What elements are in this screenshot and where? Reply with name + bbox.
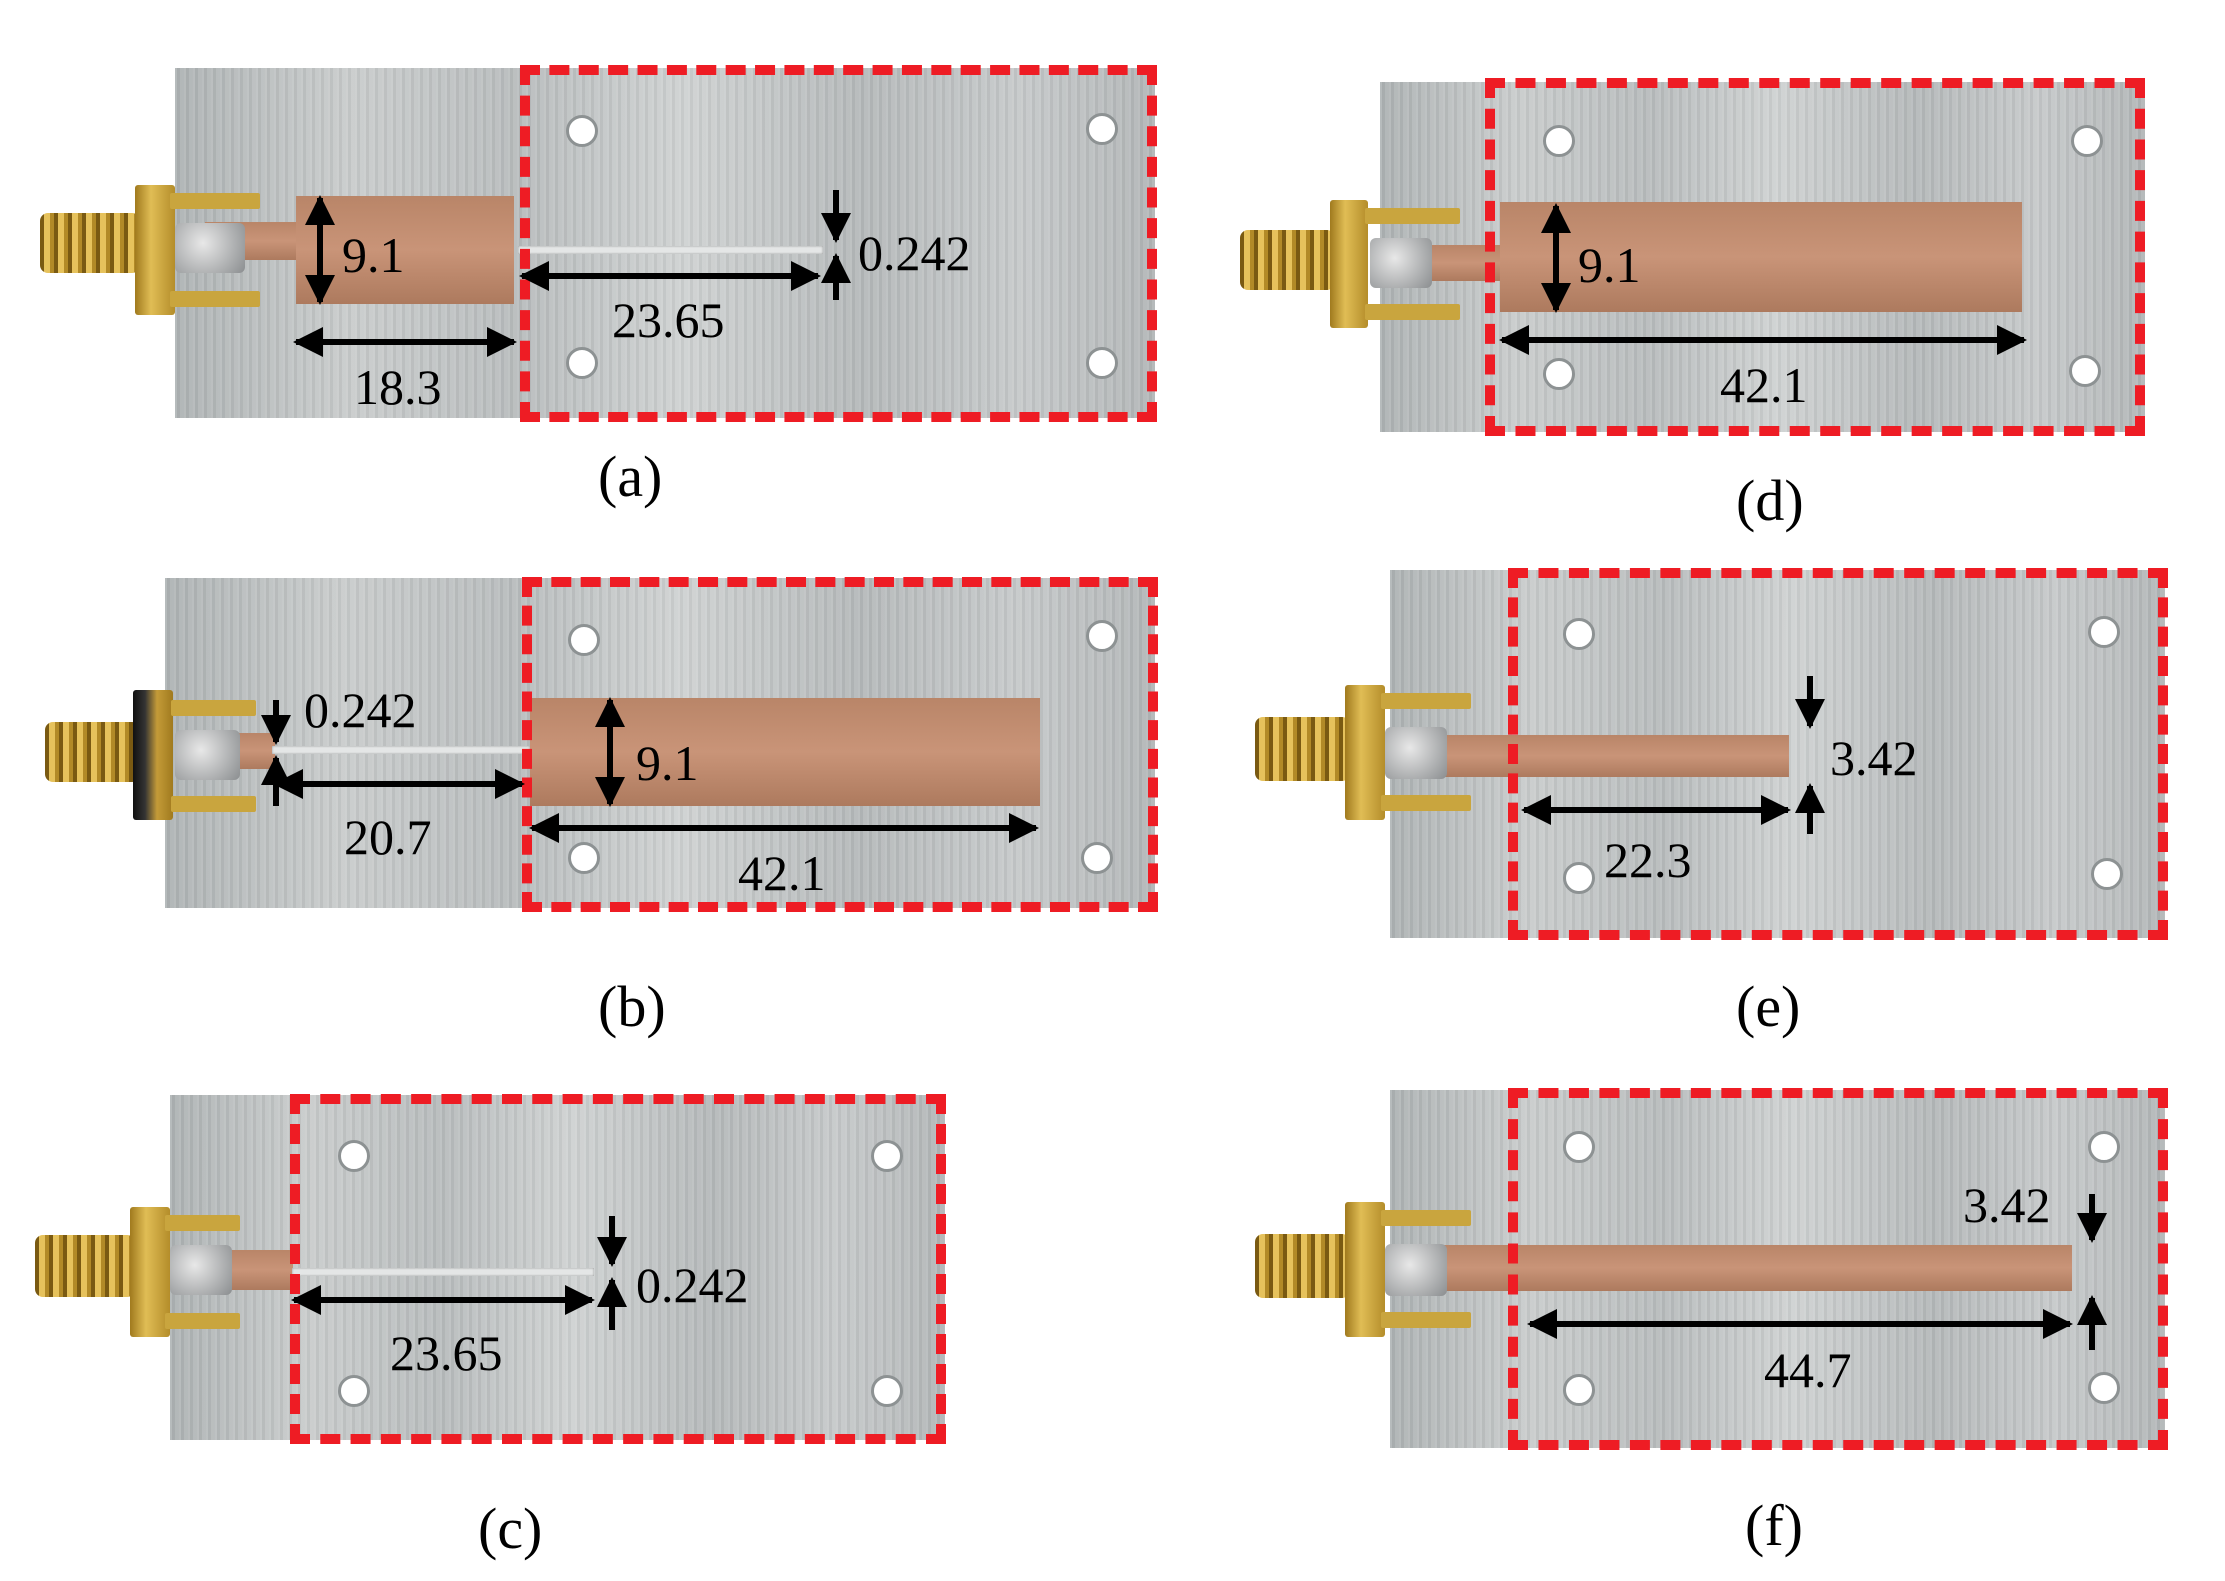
mounting-hole	[1563, 862, 1595, 894]
caption-a: (a)	[598, 444, 663, 509]
mounting-hole	[1563, 1131, 1595, 1163]
mounting-hole	[338, 1375, 370, 1407]
mounting-hole	[1543, 125, 1575, 157]
slot	[518, 246, 823, 254]
mounting-hole	[1086, 347, 1118, 379]
dim-width-label: 3.42	[1963, 1177, 2051, 1233]
dim-width-label: 9.1	[342, 227, 405, 283]
mounting-hole	[2088, 1372, 2120, 1404]
dim-slot-label: 23.65	[390, 1325, 503, 1381]
dim-width-label: 9.1	[1578, 237, 1641, 293]
mounting-hole	[1086, 620, 1118, 652]
dim-gap-label: 0.242	[304, 682, 417, 738]
dim-length-label: 22.3	[1604, 832, 1692, 888]
highlight-box	[520, 65, 1157, 422]
mounting-hole	[568, 842, 600, 874]
highlight-box	[1485, 78, 2145, 436]
caption-b: (b)	[598, 974, 666, 1039]
mounting-hole	[338, 1140, 370, 1172]
caption-e: (e)	[1736, 974, 1801, 1039]
slot	[272, 746, 530, 754]
mounting-hole	[2069, 355, 2101, 387]
feed-line	[1405, 735, 1789, 777]
copper-patch	[296, 196, 514, 304]
dim-feed-label: 20.7	[344, 809, 432, 865]
caption-f: (f)	[1745, 1493, 1803, 1558]
mounting-hole	[2088, 1131, 2120, 1163]
highlight-box	[1508, 1088, 2168, 1450]
dim-gap-label: 0.242	[858, 225, 971, 281]
mounting-hole	[566, 115, 598, 147]
mounting-hole	[871, 1375, 903, 1407]
caption-d: (d)	[1736, 468, 1804, 533]
dim-slot-label: 23.65	[612, 292, 725, 348]
feed-line	[1410, 1245, 2072, 1291]
dim-patch-label: 42.1	[1720, 357, 1808, 413]
mounting-hole	[568, 624, 600, 656]
highlight-box	[290, 1094, 946, 1444]
dim-length-label: 44.7	[1764, 1342, 1852, 1398]
mounting-hole	[871, 1140, 903, 1172]
dim-patch-label: 42.1	[738, 845, 826, 901]
mounting-hole	[1086, 113, 1118, 145]
mounting-hole	[1563, 618, 1595, 650]
highlight-box	[1508, 568, 2168, 940]
mounting-hole	[566, 347, 598, 379]
dim-width-label: 9.1	[636, 735, 699, 791]
mounting-hole	[1543, 358, 1575, 390]
mounting-hole	[1081, 842, 1113, 874]
mounting-hole	[1563, 1374, 1595, 1406]
highlight-box	[522, 577, 1158, 912]
dim-gap-label: 0.242	[636, 1257, 749, 1313]
mounting-hole	[2091, 858, 2123, 890]
mounting-hole	[2088, 616, 2120, 648]
slot	[292, 1268, 594, 1276]
dim-patch-label: 18.3	[354, 359, 442, 415]
dim-width-label: 3.42	[1830, 730, 1918, 786]
mounting-hole	[2071, 125, 2103, 157]
copper-patch	[1500, 202, 2022, 312]
board-a	[175, 68, 1155, 418]
caption-c: (c)	[478, 1496, 543, 1561]
